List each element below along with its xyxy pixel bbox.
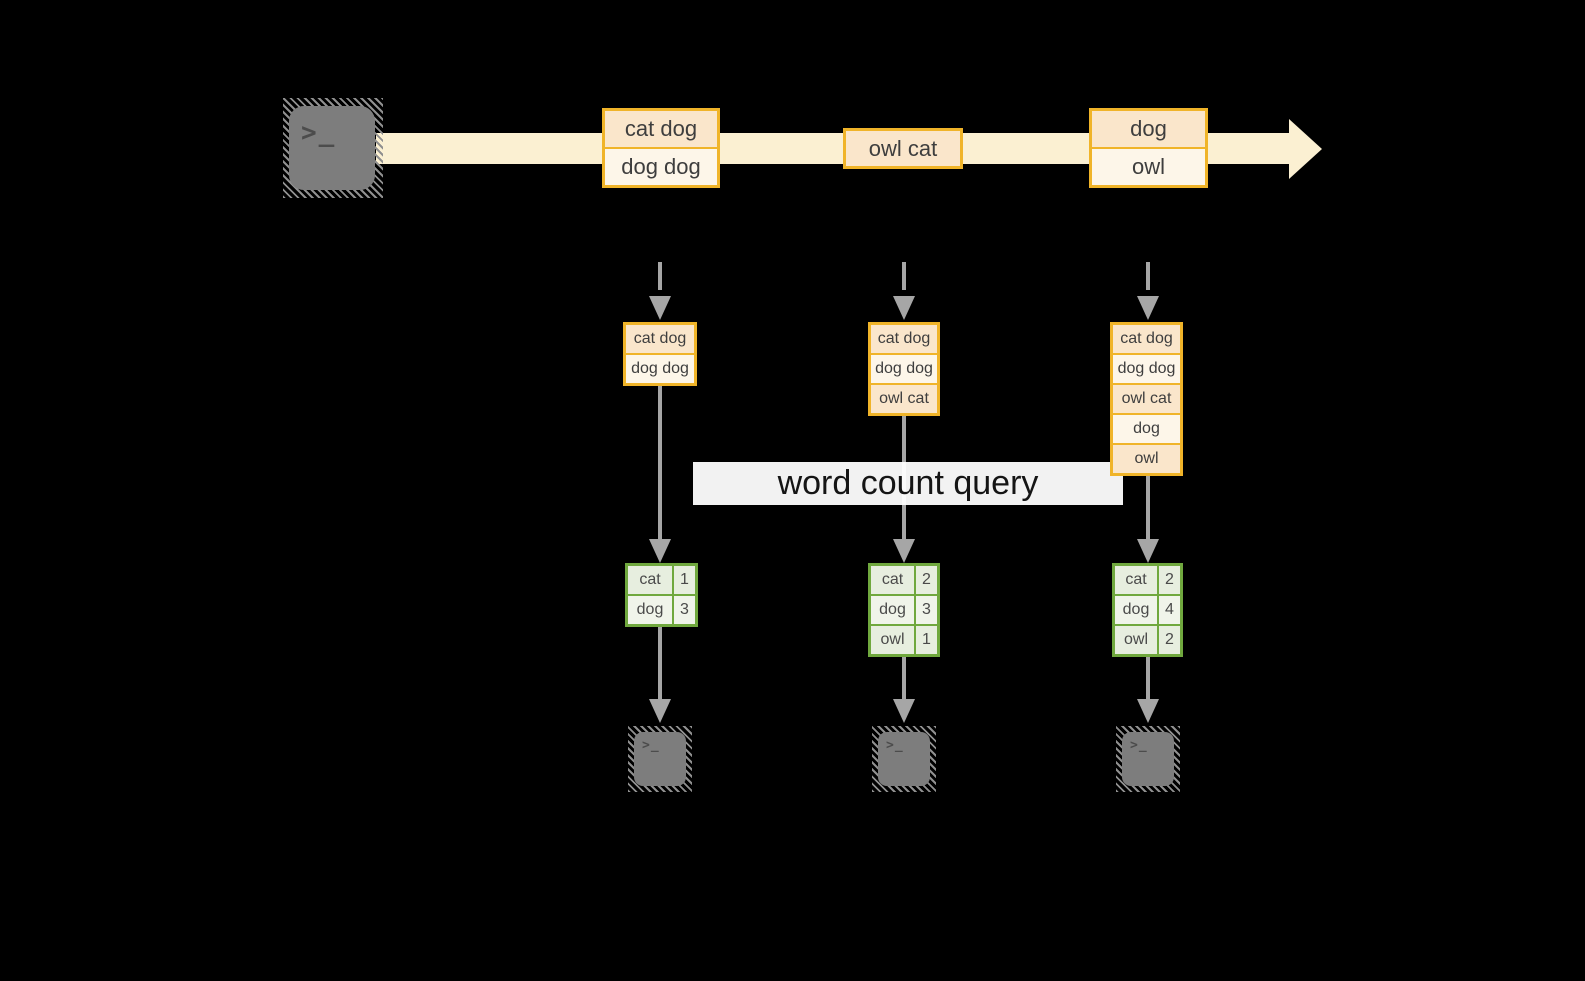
table-row: dog 3 — [871, 596, 937, 624]
stream-event-box-3: dog owl — [1089, 108, 1208, 188]
count-table-1: cat 1 dog 3 — [625, 563, 698, 627]
state-item: dog dog — [626, 355, 694, 383]
count-cell: 1 — [674, 566, 695, 594]
state-stack-3: cat dog dog dog owl cat dog owl — [1110, 322, 1183, 476]
state-item: cat dog — [626, 325, 694, 353]
event-line: dog — [1092, 111, 1205, 147]
down-arrowhead-icon — [649, 296, 671, 320]
table-row: dog 3 — [628, 596, 695, 624]
table-row: cat 2 — [1115, 566, 1180, 594]
arrow-line — [658, 627, 662, 700]
stream-timeline-arrowhead-icon — [1289, 119, 1322, 179]
terminal-screen: >_ — [878, 732, 930, 786]
word-cell: dog — [871, 596, 914, 624]
down-arrowhead-icon — [893, 699, 915, 723]
state-item: cat dog — [1113, 325, 1180, 353]
state-item: owl cat — [871, 385, 937, 413]
state-stack-2: cat dog dog dog owl cat — [868, 322, 940, 416]
state-item: dog dog — [1113, 355, 1180, 383]
table-row: owl 1 — [871, 626, 937, 654]
count-cell: 2 — [916, 566, 937, 594]
terminal-screen: >_ — [1122, 732, 1174, 786]
count-table-2: cat 2 dog 3 owl 1 — [868, 563, 940, 657]
event-line: owl — [1092, 149, 1205, 185]
table-row: cat 2 — [871, 566, 937, 594]
dashed-arrow-segment — [902, 262, 906, 290]
word-cell: cat — [1115, 566, 1157, 594]
sink-terminal-icon-1: >_ — [628, 726, 692, 792]
word-cell: dog — [1115, 596, 1157, 624]
down-arrowhead-icon — [893, 296, 915, 320]
terminal-prompt-icon: >_ — [886, 738, 904, 753]
query-banner: word count query — [693, 462, 1123, 505]
query-banner-label: word count query — [777, 464, 1039, 502]
down-arrowhead-icon — [893, 539, 915, 563]
dashed-arrow-segment — [658, 262, 662, 290]
count-cell: 3 — [916, 596, 937, 624]
arrow-line — [1146, 475, 1150, 540]
word-cell: cat — [871, 566, 914, 594]
count-cell: 1 — [916, 626, 937, 654]
stream-event-box-2: owl cat — [843, 128, 963, 169]
arrow-line — [1146, 657, 1150, 700]
word-cell: dog — [628, 596, 672, 624]
count-cell: 2 — [1159, 566, 1180, 594]
count-table-3: cat 2 dog 4 owl 2 — [1112, 563, 1183, 657]
count-cell: 2 — [1159, 626, 1180, 654]
table-row: owl 2 — [1115, 626, 1180, 654]
down-arrowhead-icon — [1137, 539, 1159, 563]
source-terminal-icon: >_ — [283, 98, 383, 198]
word-cell: owl — [1115, 626, 1157, 654]
state-item: dog dog — [871, 355, 937, 383]
state-item: dog — [1113, 415, 1180, 443]
terminal-screen: >_ — [634, 732, 686, 786]
sink-terminal-icon-3: >_ — [1116, 726, 1180, 792]
sink-terminal-icon-2: >_ — [872, 726, 936, 792]
down-arrowhead-icon — [649, 699, 671, 723]
table-row: cat 1 — [628, 566, 695, 594]
event-line: cat dog — [605, 111, 717, 147]
terminal-prompt-icon: >_ — [1130, 738, 1148, 753]
down-arrowhead-icon — [1137, 296, 1159, 320]
stream-event-box-1: cat dog dog dog — [602, 108, 720, 188]
arrow-line — [658, 385, 662, 540]
state-item: cat dog — [871, 325, 937, 353]
terminal-prompt-icon: >_ — [301, 118, 337, 148]
terminal-prompt-icon: >_ — [642, 738, 660, 753]
state-item: owl cat — [1113, 385, 1180, 413]
arrow-line — [902, 657, 906, 700]
event-line: dog dog — [605, 149, 717, 185]
word-cell: cat — [628, 566, 672, 594]
terminal-screen: >_ — [289, 106, 375, 190]
word-cell: owl — [871, 626, 914, 654]
state-stack-1: cat dog dog dog — [623, 322, 697, 386]
down-arrowhead-icon — [649, 539, 671, 563]
table-row: dog 4 — [1115, 596, 1180, 624]
event-line: owl cat — [846, 131, 960, 166]
state-item: owl — [1113, 445, 1180, 473]
count-cell: 4 — [1159, 596, 1180, 624]
dashed-arrow-segment — [1146, 262, 1150, 290]
down-arrowhead-icon — [1137, 699, 1159, 723]
count-cell: 3 — [674, 596, 695, 624]
